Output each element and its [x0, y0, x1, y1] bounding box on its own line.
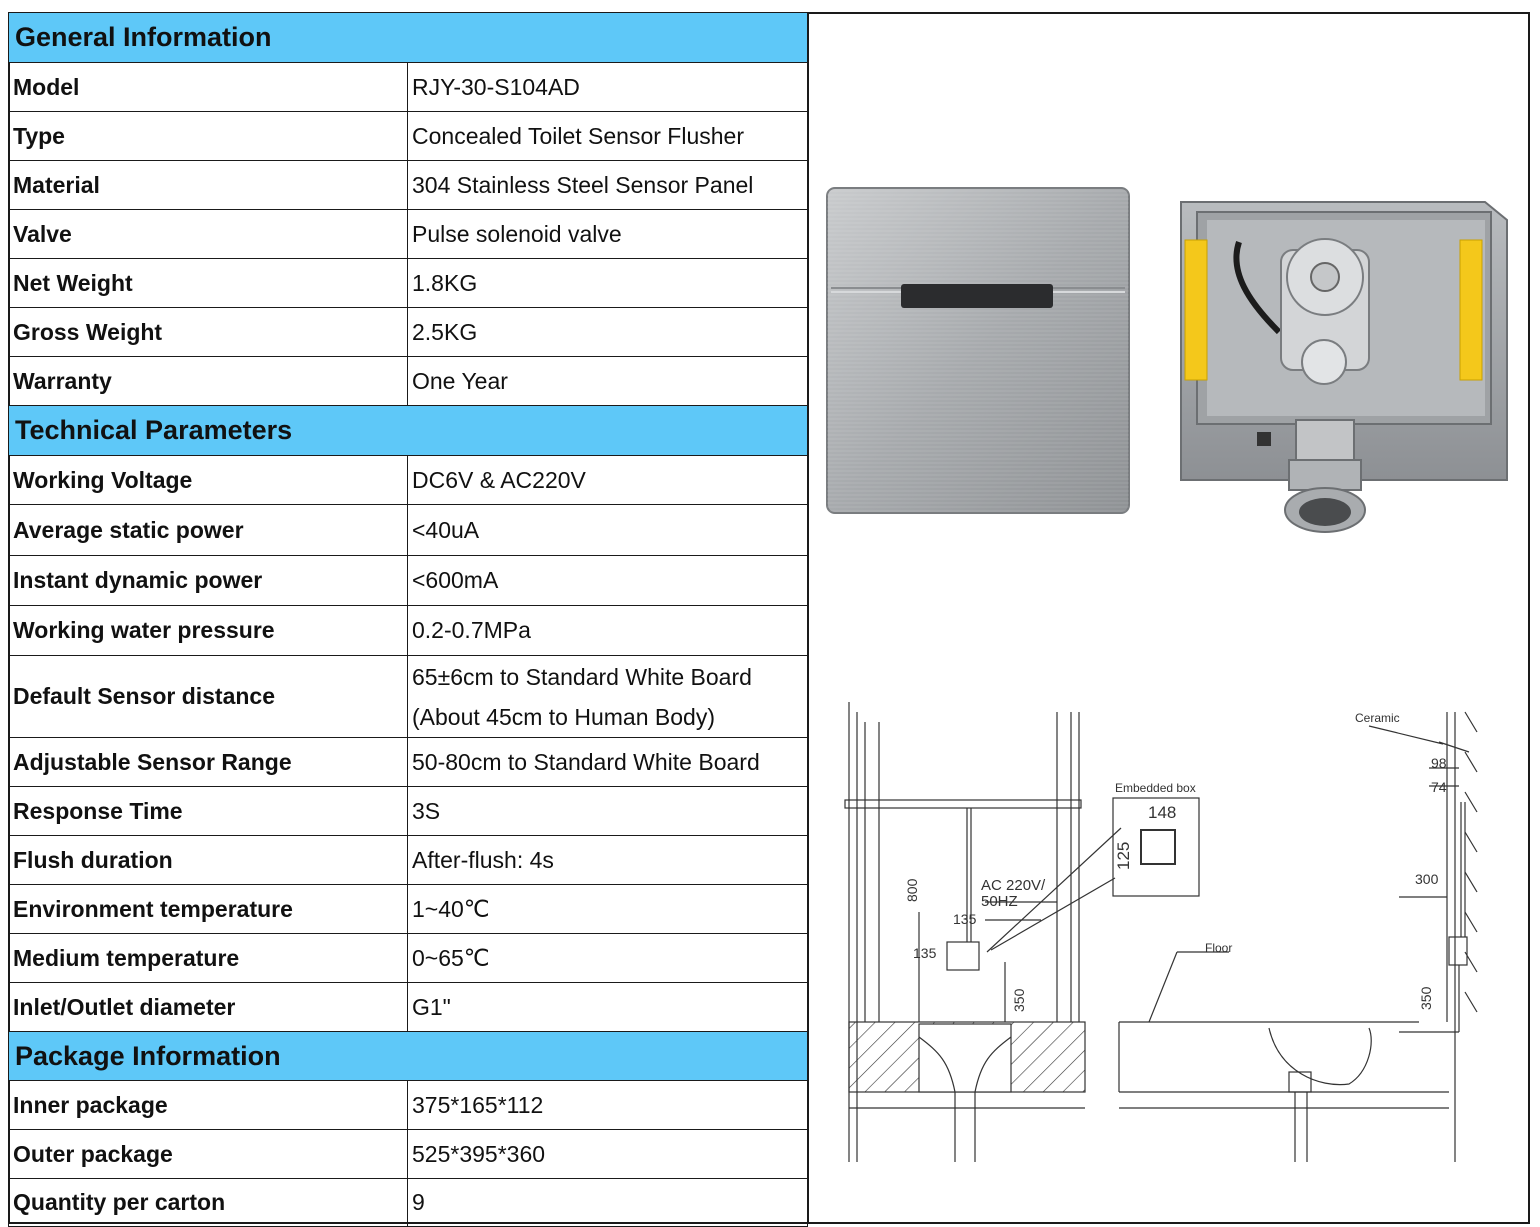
- row-value: 525*395*360: [406, 1129, 809, 1179]
- row-label: Material: [8, 160, 408, 210]
- row-label: Net Weight: [8, 258, 408, 308]
- row-label: Working water pressure: [8, 605, 408, 656]
- section-title: General Information: [7, 12, 809, 63]
- row-value: After-flush: 4s: [406, 835, 809, 885]
- section-header-general: General Information: [7, 12, 809, 63]
- table-row: Instant dynamic power<600mA: [8, 555, 809, 606]
- side-view-drawing: Ceramic 98 74 300 Floor 350: [1118, 711, 1478, 1162]
- row-value-line-2: (About 45cm to Human Body): [412, 703, 715, 730]
- section-header-package: Package Information: [7, 1031, 809, 1081]
- row-label: Gross Weight: [8, 307, 408, 357]
- row-value: 304 Stainless Steel Sensor Panel: [406, 160, 809, 210]
- ceramic-label: Ceramic: [1355, 711, 1400, 725]
- row-label: Valve: [8, 209, 408, 259]
- dim-135-top: 135: [953, 911, 977, 927]
- row-value: Concealed Toilet Sensor Flusher: [406, 111, 809, 161]
- row-value-line-1: 65±6cm to Standard White Board: [412, 663, 752, 690]
- row-label: Response Time: [8, 786, 408, 836]
- row-label: Flush duration: [8, 835, 408, 885]
- row-value: 3S: [406, 786, 809, 836]
- row-value: 0~65℃: [406, 933, 809, 983]
- row-value: G1": [406, 982, 809, 1032]
- row-label: Adjustable Sensor Range: [8, 737, 408, 787]
- row-value: 0.2-0.7MPa: [406, 605, 809, 656]
- row-label: Warranty: [8, 356, 408, 406]
- section-title: Package Information: [7, 1031, 809, 1081]
- freq-label: 50HZ: [981, 893, 1018, 910]
- row-value: 1.8KG: [406, 258, 809, 308]
- row-value: <600mA: [406, 555, 809, 606]
- row-value: DC6V & AC220V: [406, 455, 809, 505]
- row-value: 1~40℃: [406, 884, 809, 934]
- row-label: Default Sensor distance: [8, 655, 408, 738]
- row-value: One Year: [406, 356, 809, 406]
- dim-98: 98: [1431, 755, 1447, 771]
- row-value: 50-80cm to Standard White Board: [406, 737, 809, 787]
- sensor-panel-photo: [826, 187, 1130, 514]
- section-header-technical: Technical Parameters: [7, 405, 809, 456]
- row-value: 65±6cm to Standard White Board (About 45…: [406, 655, 809, 738]
- row-label: Working Voltage: [8, 455, 408, 505]
- row-label: Medium temperature: [8, 933, 408, 983]
- power-label: AC 220V/: [981, 877, 1046, 894]
- row-label: Inner package: [8, 1080, 408, 1130]
- embedded-box-label: Embedded box: [1115, 781, 1196, 795]
- dim-800: 800: [904, 878, 920, 902]
- table-row: Default Sensor distance 65±6cm to Standa…: [8, 655, 809, 738]
- row-value: 9: [406, 1178, 809, 1227]
- row-value: Pulse solenoid valve: [406, 209, 809, 259]
- product-illustrations: 800 135 135 350 AC 220V/ 50HZ Embedded b…: [807, 12, 1530, 1224]
- box-height: 125: [1114, 842, 1133, 870]
- dim-135-side: 135: [913, 945, 937, 961]
- installation-diagram: 800 135 135 350 AC 220V/ 50HZ Embedded b…: [844, 702, 1478, 1162]
- row-label: Outer package: [8, 1129, 408, 1179]
- row-label: Quantity per carton: [8, 1178, 408, 1227]
- embedded-box-photo: [1180, 201, 1508, 533]
- row-label: Environment temperature: [8, 884, 408, 934]
- row-value: <40uA: [406, 504, 809, 556]
- dim-74: 74: [1431, 779, 1447, 795]
- row-value: 375*165*112: [406, 1080, 809, 1130]
- dim-350-right: 350: [1418, 986, 1434, 1010]
- box-width: 148: [1148, 803, 1176, 822]
- table-row: Average static power<40uA: [8, 504, 809, 556]
- row-label: Average static power: [8, 504, 408, 556]
- row-value: 2.5KG: [406, 307, 809, 357]
- floor-label: Floor: [1205, 941, 1232, 955]
- front-view-drawing: 800 135 135 350 AC 220V/ 50HZ Embedded b…: [844, 702, 1200, 1162]
- row-label: Model: [8, 62, 408, 112]
- section-title: Technical Parameters: [7, 405, 809, 456]
- row-value: RJY-30-S104AD: [406, 62, 809, 112]
- row-label: Instant dynamic power: [8, 555, 408, 606]
- product-photos: [826, 187, 1508, 533]
- row-label: Inlet/Outlet diameter: [8, 982, 408, 1032]
- dim-350-left: 350: [1011, 988, 1027, 1012]
- row-label: Type: [8, 111, 408, 161]
- dim-300: 300: [1415, 871, 1439, 887]
